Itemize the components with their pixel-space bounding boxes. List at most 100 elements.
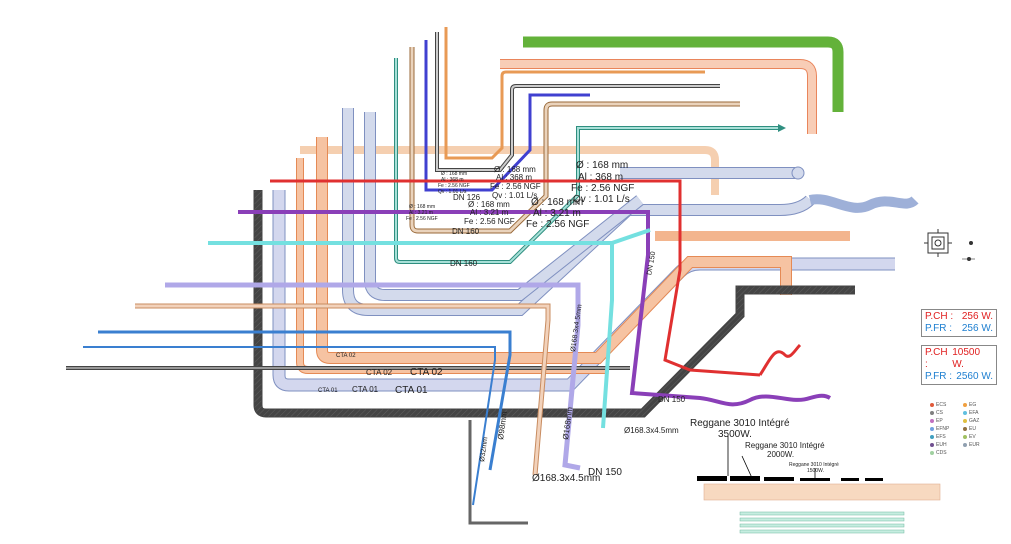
legend-dot-icon (963, 434, 967, 439)
legend-code: GAZ (969, 418, 980, 424)
legend-dot-icon (930, 426, 934, 431)
legend-code: EG (969, 402, 977, 408)
legend-code: EFS (936, 434, 946, 440)
pfr-value-1: 256 W. (961, 323, 993, 334)
radiator-1-line1: Reggane 3010 Intégré (690, 418, 790, 429)
spec-b2mid-line2: Al : 3.21 m (470, 208, 509, 217)
label-d168-c: Ø168.3x4.5mm (570, 304, 584, 353)
legend-item: EFS (930, 434, 963, 442)
label-cta02-large: CTA 02 (410, 367, 443, 378)
legend-dot-icon (930, 418, 934, 423)
blue-pipes (83, 330, 512, 506)
spec-big-line3: Fe : 2.56 NGF (571, 183, 634, 194)
spec-small-line4: Qv : 1.01 L/s (438, 189, 467, 195)
spec-mid-line3: Fe : 2.56 NGF (490, 182, 541, 191)
label-cta01-large: CTA 01 (395, 385, 428, 396)
spec-big-line2: Al : 368 m (578, 172, 623, 183)
peach-duct (300, 146, 719, 195)
radiators (697, 436, 941, 534)
power-box-2: P.CH :10500 W. P.FR :2560 W. (921, 345, 997, 385)
spec-b2-line3: Fe : 2.56 NGF (526, 219, 589, 230)
legend-item: EP (930, 418, 963, 426)
spec-b2mid-line3: Fe : 2.56 NGF (464, 217, 515, 226)
label-dn150-b: DN 150 (588, 467, 622, 478)
red-pipe (270, 179, 802, 377)
label-dn150-a: DN 150 (658, 395, 686, 404)
spec-big-line4: Qv : 1.01 L/s (573, 194, 630, 205)
orange-pipe (444, 27, 705, 160)
lavender-pipe (165, 282, 581, 471)
spec-b2small-line3: Fe : 2.56 NGF (406, 216, 438, 222)
gray-duct (66, 190, 855, 418)
legend-code: EFA (969, 410, 979, 416)
label-cta02-medium: CTA 02 (366, 368, 393, 377)
legend-code: EFNP (936, 426, 950, 432)
legend-code: CS (936, 410, 943, 416)
lightblue-duct (342, 108, 919, 316)
legend-dot-icon (930, 442, 934, 447)
spec-mid-line1: Ø : 168 mm (494, 165, 536, 174)
label-cta02-small: CTA 02 (336, 353, 356, 359)
legend-item: CS (930, 410, 963, 418)
legend-item: EUH (930, 442, 963, 450)
legend-item: EFNP (930, 426, 963, 434)
spec-small-line3: Fe : 2.56 NGF (438, 183, 470, 189)
cyan-pipe (208, 228, 651, 429)
legend-item: EU (963, 426, 996, 434)
spec-b2mid-line1: Ø : 168 mm (468, 200, 510, 209)
spec-b2-line1: Ø : 168 mm (531, 197, 583, 208)
pch-label-2: P.CH : (925, 347, 948, 370)
label-dn150-c: DN 150 (646, 251, 657, 276)
equipment-symbol-icon (924, 229, 975, 261)
pfr-label-1: P.FR : (925, 323, 953, 334)
salmon-duct (500, 59, 817, 134)
spec-b2small-line1: Ø : 168 mm (409, 204, 435, 210)
legend-dot-icon (930, 434, 934, 439)
legend-dot-icon (930, 450, 934, 455)
legend-item: CDS (930, 450, 963, 458)
legend-item: GAZ (963, 418, 996, 426)
spec-b2-line2: Al : 3.21 m (533, 208, 581, 219)
legend-dot-icon (930, 410, 934, 415)
label-d168-a: Ø168.3x4.5mm (532, 473, 600, 484)
label-cta01-small: CTA 01 (318, 388, 338, 394)
legend-code: EP (936, 418, 943, 424)
legend-item: EFA (963, 410, 996, 418)
label-d32mm: Ø32mm (479, 436, 489, 462)
legend-code: EV (969, 434, 976, 440)
radiator-3-line1: Reggane 3010 Intégré (789, 462, 839, 468)
label-d168-b: Ø168.3x4.5mm (624, 426, 679, 435)
legend-dot-icon (963, 442, 967, 447)
pfr-label-2: P.FR : (925, 371, 953, 382)
legend-dot-icon (930, 402, 934, 407)
radiator-3-line2: 1500W. (807, 468, 824, 474)
label-dn160-b: DN 160 (450, 259, 478, 268)
radiator-1-line2: 3500W. (718, 429, 752, 440)
purple-pipe (238, 210, 832, 407)
label-d98mm: Ø98mm (496, 411, 509, 441)
spec-mid-line2: Al : 368 m (496, 173, 532, 182)
spec-mid-line4: Qv : 1.01 L/s (492, 191, 537, 200)
legend-dot-icon (963, 402, 967, 407)
label-cta01-medium: CTA 01 (352, 385, 379, 394)
spec-big-line1: Ø : 168 mm (576, 160, 628, 171)
pfr-value-2: 2560 W. (956, 371, 993, 382)
green-duct (523, 36, 844, 112)
legend-item: ECS (930, 402, 963, 410)
pch-value-2: 10500 W. (952, 347, 981, 370)
label-dn126: DN 126 (453, 193, 481, 202)
pch-label-1: P.CH : (925, 311, 954, 322)
legend-code: EUR (969, 442, 980, 448)
label-dn160-a: DN 160 (452, 227, 480, 236)
legend-item: EUR (963, 442, 996, 450)
spec-small-line1: Ø : 168 mm (441, 171, 467, 177)
legend-code: CDS (936, 450, 947, 456)
legend-dot-icon (963, 418, 967, 423)
legend-dot-icon (963, 410, 967, 415)
legend-item: EG (963, 402, 996, 410)
spec-b2small-line2: Al : 3.21 m (409, 210, 433, 216)
legend-code: ECS (936, 402, 947, 408)
teal-pipe (394, 58, 786, 264)
power-box-1: P.CH :256 W. P.FR :256 W. (921, 309, 997, 337)
